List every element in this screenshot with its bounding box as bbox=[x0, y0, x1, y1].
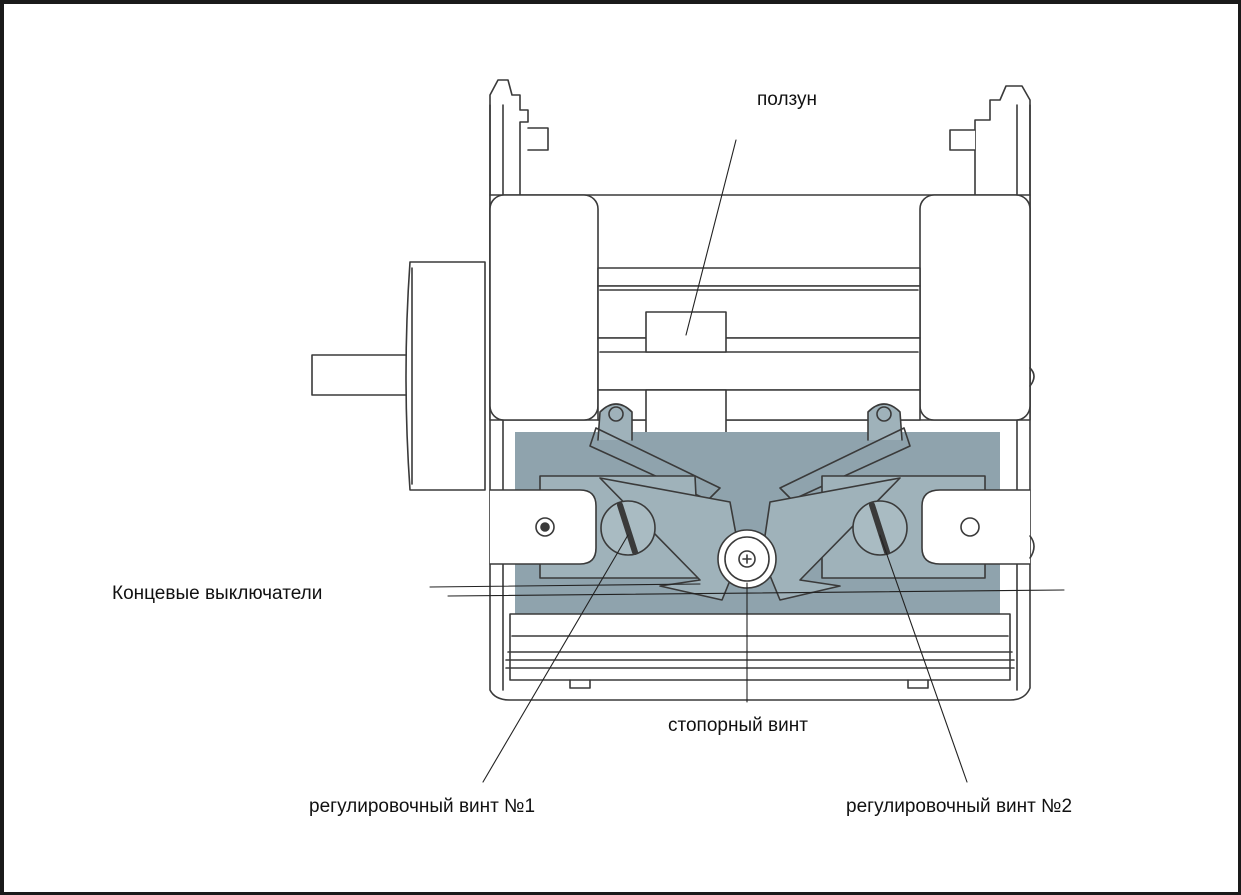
label-slider: ползун bbox=[757, 89, 818, 110]
pivot-lugs bbox=[589, 403, 911, 501]
motor-shaft bbox=[311, 261, 486, 491]
slider-block bbox=[645, 311, 727, 439]
label-limit-switches: Концевые выключатели bbox=[112, 583, 323, 604]
bottom-rails bbox=[505, 613, 1015, 689]
leader-lines bbox=[429, 139, 1065, 783]
stop-screw bbox=[717, 529, 777, 589]
label-adjusting-screw-2: регулировочный винт №2 bbox=[846, 796, 1073, 817]
end-blocks bbox=[489, 194, 1031, 421]
side-knobs bbox=[1029, 367, 1035, 559]
label-stop-screw: стопорный винт bbox=[668, 715, 808, 736]
brackets bbox=[489, 489, 1031, 565]
label-adjusting-screw-1: регулировочный винт №1 bbox=[309, 796, 536, 817]
